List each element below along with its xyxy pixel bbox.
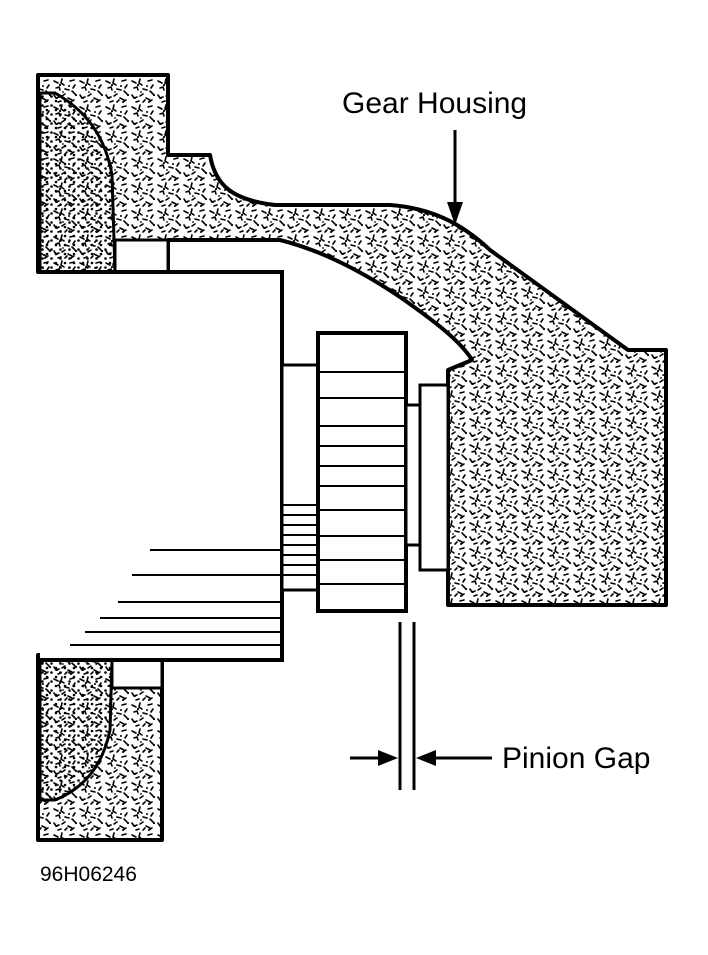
gap-dimension [350, 622, 492, 790]
collar-hub [404, 403, 422, 547]
shaft-section [280, 363, 320, 592]
pinion-gear [316, 331, 408, 613]
lower-bearing-block [110, 658, 164, 690]
stop-collar [404, 383, 450, 572]
pinion-gap-label: Pinion Gap [502, 742, 650, 775]
figure-id: 96H06246 [40, 863, 137, 886]
collar-washer [418, 383, 450, 572]
callout-arrow-head [447, 202, 463, 225]
drive-shaft [280, 363, 320, 592]
dotted-regions [38, 91, 117, 802]
gap-arrow-right-head [416, 750, 436, 766]
gap-arrow-left-head [378, 750, 398, 766]
upper-bearing-block [113, 238, 170, 274]
upper-dotted-region [38, 91, 117, 274]
lower-dotted-region [38, 658, 114, 802]
armature-body [40, 270, 284, 662]
gear-housing-callout [447, 130, 463, 225]
gear-housing-label: Gear Housing [342, 87, 527, 120]
housing-upper-body [36, 73, 668, 607]
pinion-body [316, 331, 408, 613]
